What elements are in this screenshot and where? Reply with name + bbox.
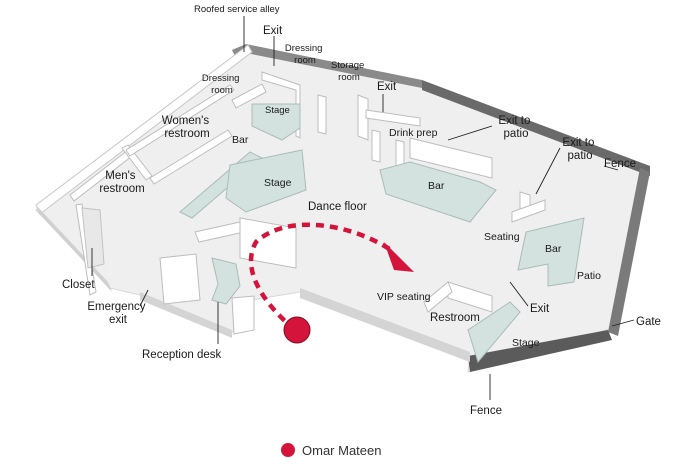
top-fence xyxy=(422,80,650,176)
label-bar-patio: Bar xyxy=(545,243,562,255)
reception-desk xyxy=(211,257,241,305)
label-stage-mid: Stage xyxy=(264,177,292,189)
label-bar-left: Bar xyxy=(232,134,249,146)
label-seating: Seating xyxy=(484,231,520,243)
label-exit-patio-bottom: Exit xyxy=(530,303,550,315)
label-exit-to-patio-1: Exit to patio xyxy=(498,115,533,140)
label-emergency-exit: Emergency exit xyxy=(87,301,148,326)
label-reception-desk: Reception desk xyxy=(142,349,222,361)
path-arrowhead xyxy=(384,242,414,272)
leader-lines xyxy=(91,16,635,400)
front-wall-bottom xyxy=(140,292,232,338)
stage-top xyxy=(251,103,301,141)
label-fence-top: Fence xyxy=(604,158,636,170)
legend-label: Omar Mateen xyxy=(302,442,382,458)
label-womens-restroom: Women's restroom xyxy=(162,115,213,140)
front-wall-right xyxy=(300,288,470,362)
bar-center xyxy=(379,161,497,223)
legend: Omar Mateen xyxy=(281,441,381,459)
label-closet: Closet xyxy=(62,279,95,291)
label-exit-top-left: Exit xyxy=(263,25,283,37)
label-stage-bottom: Stage xyxy=(512,337,540,349)
label-dance-floor: Dance floor xyxy=(308,201,367,213)
label-exit-to-patio-2: Exit to patio xyxy=(562,137,597,162)
stage-bottom xyxy=(467,301,521,364)
label-patio: Patio xyxy=(577,270,601,282)
label-exit-top-mid: Exit xyxy=(377,81,397,93)
roofed-alley-wall xyxy=(232,44,422,88)
label-vip-seating: VIP seating xyxy=(377,291,431,303)
label-restroom: Restroom xyxy=(430,312,480,324)
shooter-path xyxy=(248,222,396,332)
closet xyxy=(81,207,105,269)
label-bar-center: Bar xyxy=(428,180,445,192)
label-drink-prep: Drink prep xyxy=(389,127,438,139)
label-dressing-room-2: Dressing room xyxy=(202,73,242,96)
shooter-legend-dot-icon xyxy=(281,443,295,457)
bottom-fence xyxy=(468,330,612,372)
label-stage-top: Stage xyxy=(265,105,290,116)
patio-bar xyxy=(517,217,585,287)
label-fence-bottom: Fence xyxy=(470,405,502,417)
label-gate: Gate xyxy=(636,316,661,328)
label-dressing-room-1: Dressing room xyxy=(285,43,325,66)
fixtures xyxy=(179,103,585,364)
stage-mid xyxy=(225,149,307,213)
label-storage-room: Storage room xyxy=(331,60,367,83)
shooter-marker xyxy=(283,316,311,344)
right-fence xyxy=(608,168,650,336)
label-roofed-alley: Roofed service alley xyxy=(194,4,280,15)
label-mens-restroom: Men's restroom xyxy=(99,170,144,195)
